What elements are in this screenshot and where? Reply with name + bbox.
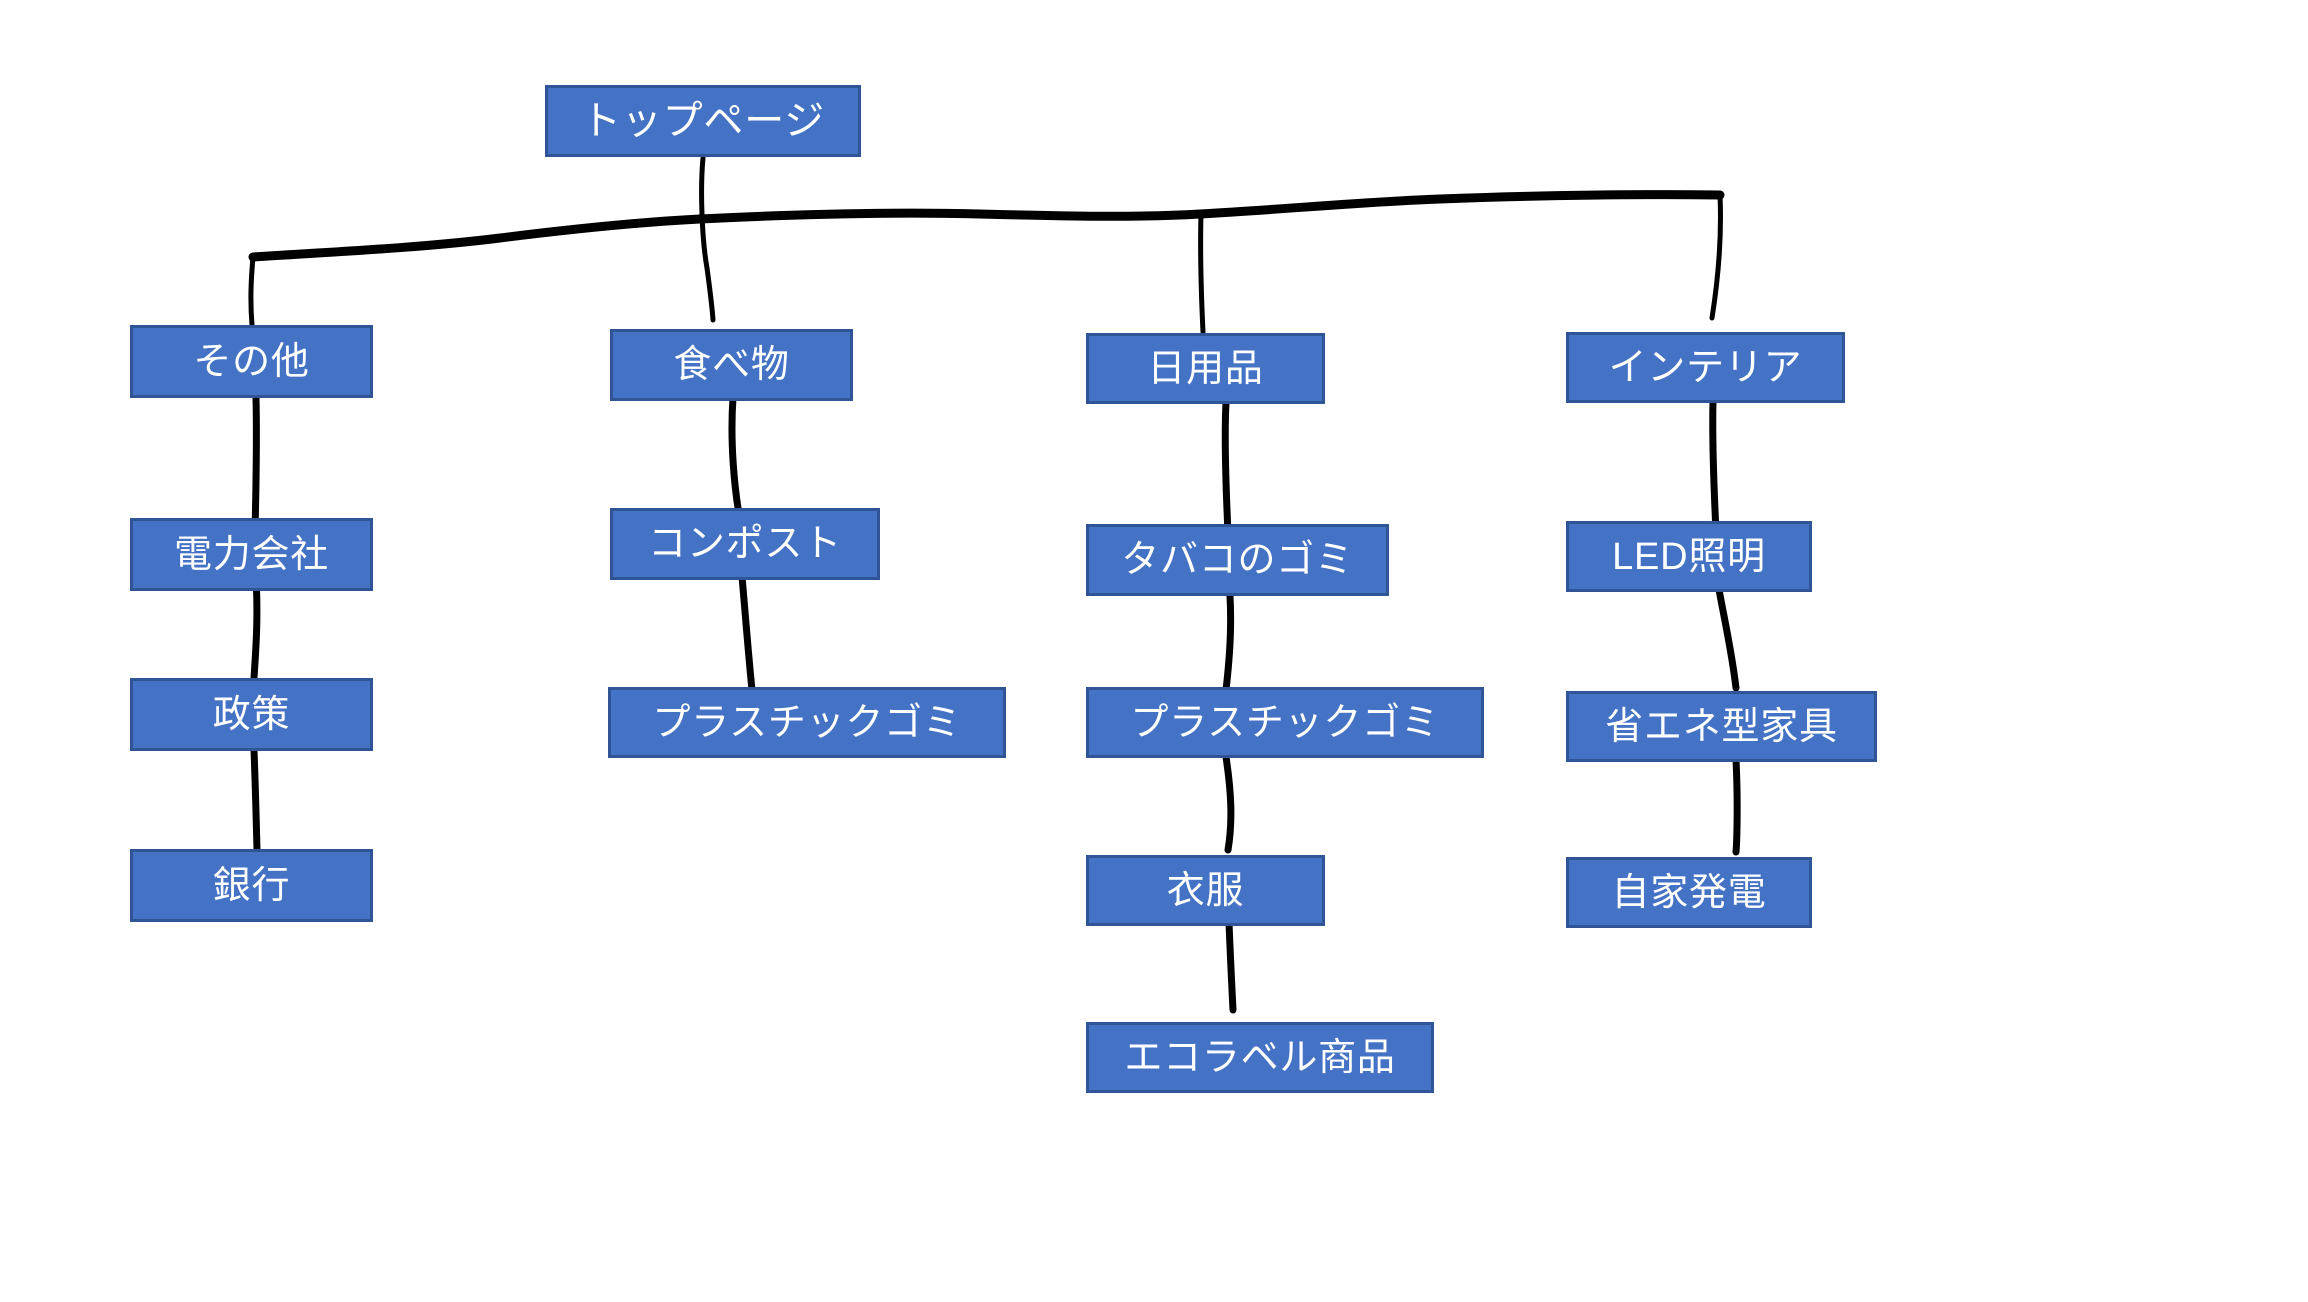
connector-c4-r1-r2	[1709, 398, 1720, 536]
connector-c2-r1-r2	[728, 394, 745, 529]
node-interior[interactable]: インテリア	[1566, 332, 1845, 403]
connector-bus	[248, 190, 1725, 262]
connector-root-stem	[699, 155, 716, 323]
connector-drop-col3	[1198, 211, 1206, 335]
node-plastic-gomi-tabemono[interactable]: プラスチックゴミ	[608, 687, 1006, 758]
node-ifuku[interactable]: 衣服	[1086, 855, 1325, 926]
connector-c3-r3-r4	[1222, 753, 1235, 854]
node-nichiyohin[interactable]: 日用品	[1086, 333, 1325, 404]
connector-c1-r1-r2	[251, 394, 260, 536]
node-ginko[interactable]: 銀行	[130, 849, 373, 922]
node-seisaku[interactable]: 政策	[130, 678, 373, 751]
connector-drop-col4	[1709, 192, 1724, 321]
connector-drop-col1	[248, 254, 256, 328]
node-plastic-gomi-nichiyohin[interactable]: プラスチックゴミ	[1086, 687, 1484, 758]
node-denryoku-gaisha[interactable]: 電力会社	[130, 518, 373, 591]
node-led-shomei[interactable]: LED照明	[1566, 521, 1812, 592]
connector-c2-r2-r3	[737, 561, 756, 694]
node-jika-hatsuden[interactable]: 自家発電	[1566, 857, 1812, 928]
connector-c3-r1-r2	[1221, 399, 1232, 537]
connector-c4-r3-r4	[1732, 756, 1741, 856]
node-tabako-no-gomi[interactable]: タバコのゴミ	[1086, 524, 1389, 596]
node-shoene-kagu[interactable]: 省エネ型家具	[1566, 691, 1877, 762]
node-sonota[interactable]: その他	[130, 325, 373, 398]
node-compost[interactable]: コンポスト	[610, 508, 880, 580]
node-tabemono[interactable]: 食べ物	[610, 329, 853, 401]
node-eco-label-shohin[interactable]: エコラベル商品	[1086, 1022, 1434, 1093]
node-root[interactable]: トップページ	[545, 85, 861, 157]
